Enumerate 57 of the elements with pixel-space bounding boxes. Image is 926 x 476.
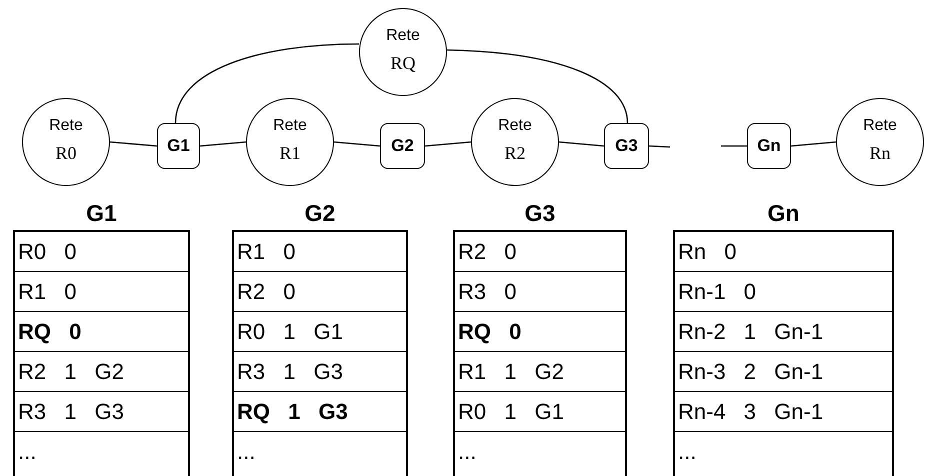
- network-circle: [471, 98, 559, 186]
- connector-line: [558, 141, 604, 147]
- table-row: R2 1 G2: [15, 352, 188, 392]
- table-row-text: ...: [17, 438, 38, 466]
- network-circle: [246, 98, 334, 186]
- table-row: Rn-2 1 Gn-1: [675, 312, 892, 352]
- connector-line: [334, 141, 380, 147]
- table-heading: G2: [304, 200, 336, 227]
- table-row: R0 1 G1: [234, 312, 406, 352]
- network-label: Rete: [385, 27, 421, 45]
- open-line: [648, 145, 670, 148]
- network-id: R1: [278, 143, 302, 164]
- table-row: R0 1 G1: [455, 392, 625, 432]
- network-label: Rete: [48, 117, 84, 135]
- table-row: R3 0: [455, 272, 625, 312]
- connector-line: [424, 141, 472, 147]
- network-circle: [22, 98, 110, 186]
- network-label: Rete: [862, 117, 898, 135]
- table-row: R1 1 G2: [455, 352, 625, 392]
- table-row: Rn-1 0: [675, 272, 892, 312]
- network-circle: [359, 8, 447, 96]
- gateway-box: G3: [604, 123, 649, 169]
- gateway-box: G1: [157, 123, 200, 169]
- table-row: RQ 0: [455, 312, 625, 352]
- network-id: R0: [54, 143, 78, 164]
- table-row: Rn-4 3 Gn-1: [675, 392, 892, 432]
- gateway-box: G2: [380, 123, 425, 169]
- connector-line: [446, 49, 628, 124]
- table-row: R1 0: [15, 272, 188, 312]
- table-row: RQ 1 G3: [234, 392, 406, 432]
- connector-line: [790, 141, 836, 147]
- network-label: Rete: [272, 117, 308, 135]
- network-id: RQ: [389, 53, 416, 74]
- table-row: R3 1 G3: [15, 392, 188, 432]
- table-row: R2 0: [455, 232, 625, 272]
- network-id: Rn: [868, 143, 892, 164]
- table-heading: G3: [524, 200, 556, 227]
- table-row: R3 1 G3: [234, 352, 406, 392]
- gateway-box: Gn: [747, 123, 791, 169]
- table-row: RQ 0: [15, 312, 188, 352]
- table-row: Rn 0: [675, 232, 892, 272]
- table-row-text: ...: [677, 438, 698, 466]
- open-line: [721, 145, 747, 147]
- table-heading: G1: [85, 200, 118, 227]
- network-label: Rete: [497, 117, 533, 135]
- connector-line: [200, 141, 246, 147]
- table-row: Rn-3 2 Gn-1: [675, 352, 892, 392]
- table-row: R0 0: [15, 232, 188, 272]
- table-row: R2 0: [234, 272, 406, 312]
- network-circle: [836, 98, 924, 186]
- network-id: R2: [503, 143, 526, 164]
- table-row-text: ...: [457, 438, 478, 466]
- table-heading: Gn: [766, 200, 800, 227]
- connector-line: [174, 43, 360, 124]
- connector-line: [110, 141, 158, 147]
- table-row: R1 0: [234, 232, 406, 272]
- table-row-text: ...: [236, 438, 256, 466]
